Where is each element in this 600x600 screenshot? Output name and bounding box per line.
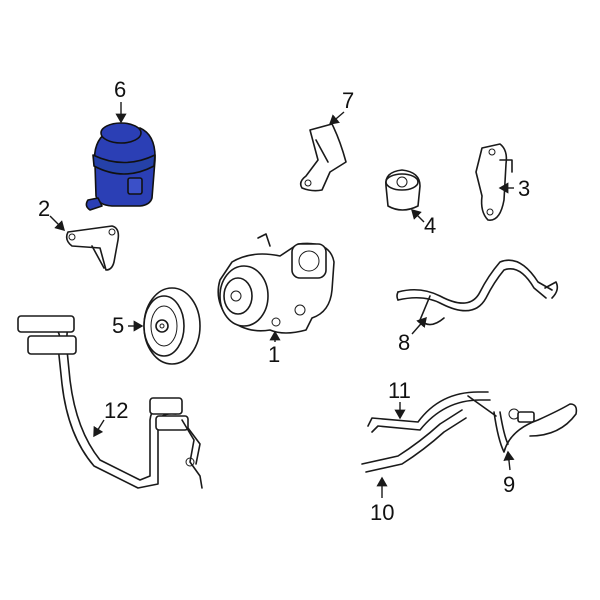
callout-7: 7 bbox=[328, 88, 354, 125]
svg-text:8: 8 bbox=[398, 330, 410, 355]
svg-text:1: 1 bbox=[268, 342, 280, 367]
part-2-bracket[interactable] bbox=[65, 225, 120, 271]
part-11-line[interactable] bbox=[367, 391, 497, 433]
callout-11: 11 bbox=[388, 378, 411, 420]
part-1-pump[interactable] bbox=[217, 233, 335, 334]
callout-10: 10 bbox=[370, 476, 394, 525]
svg-text:5: 5 bbox=[112, 313, 124, 338]
reservoir-cap bbox=[100, 122, 142, 144]
svg-text:6: 6 bbox=[114, 77, 126, 102]
callout-2: 2 bbox=[38, 196, 65, 231]
svg-text:7: 7 bbox=[342, 88, 354, 113]
callout-8: 8 bbox=[398, 316, 427, 355]
part-8-hose[interactable] bbox=[396, 259, 559, 326]
part-6-reservoir[interactable] bbox=[85, 122, 156, 211]
part-5-pulley[interactable] bbox=[143, 287, 201, 365]
callout-6: 6 bbox=[114, 77, 127, 124]
svg-text:10: 10 bbox=[370, 500, 394, 525]
svg-text:9: 9 bbox=[503, 472, 515, 497]
part-12-cooler[interactable] bbox=[17, 315, 203, 489]
part-4-cap[interactable] bbox=[385, 169, 421, 211]
part-10-line[interactable] bbox=[361, 409, 467, 473]
callout-3: 3 bbox=[498, 176, 530, 201]
callout-1: 1 bbox=[268, 330, 281, 367]
part-3-bracket[interactable] bbox=[475, 143, 513, 221]
svg-text:2: 2 bbox=[38, 196, 50, 221]
svg-text:3: 3 bbox=[518, 176, 530, 201]
svg-text:4: 4 bbox=[424, 213, 436, 238]
reservoir-outlet bbox=[85, 197, 103, 211]
callout-12: 12 bbox=[93, 398, 128, 438]
reservoir-rim bbox=[92, 154, 156, 175]
callout-4: 4 bbox=[411, 209, 436, 238]
reservoir-label bbox=[127, 177, 143, 195]
part-9-hose[interactable] bbox=[493, 403, 578, 453]
callout-9: 9 bbox=[503, 450, 515, 497]
part-7-bracket[interactable] bbox=[299, 123, 347, 192]
callout-5: 5 bbox=[112, 313, 144, 338]
svg-text:12: 12 bbox=[104, 398, 128, 423]
svg-text:11: 11 bbox=[388, 378, 411, 403]
